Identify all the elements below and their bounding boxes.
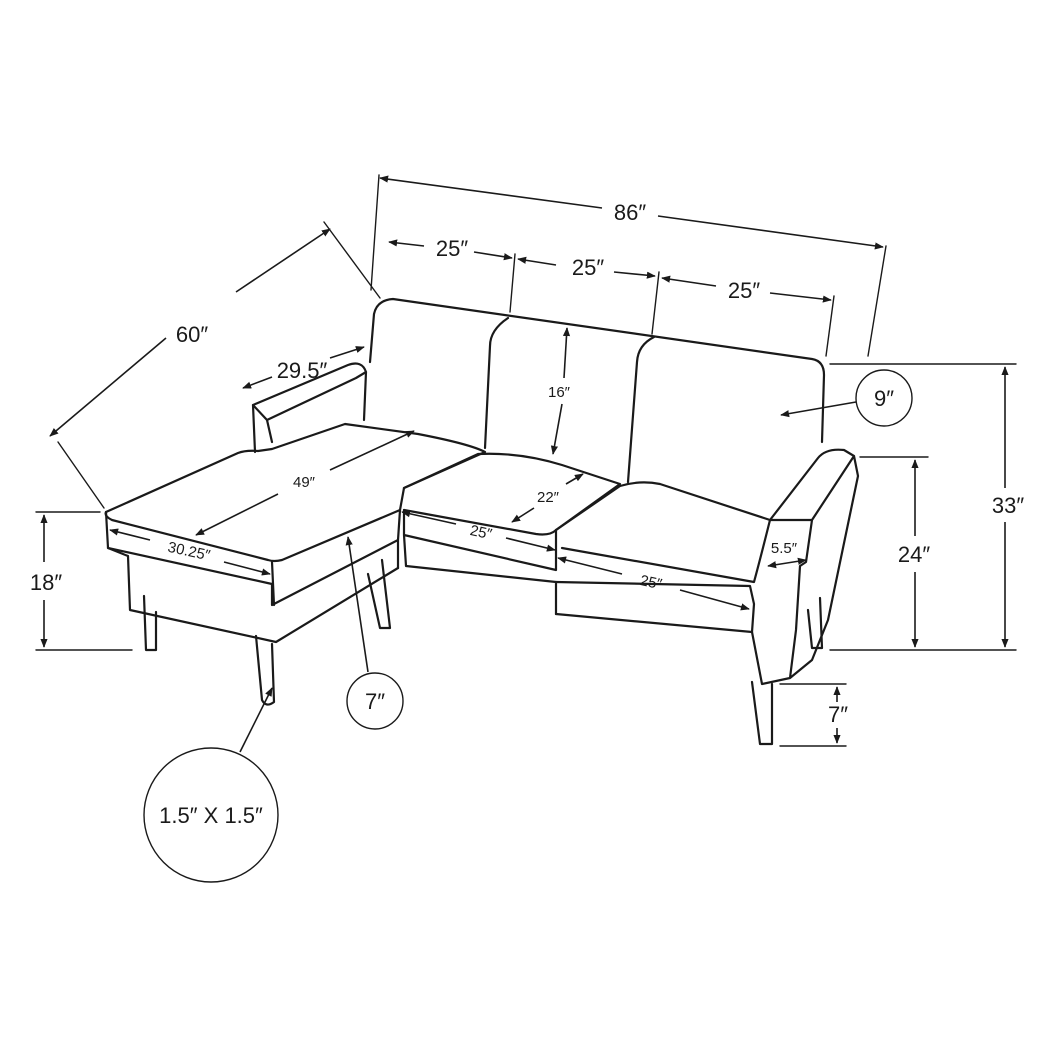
leg-size-circle bbox=[143, 747, 279, 883]
chaise-side bbox=[270, 508, 402, 607]
leg-front-middle bbox=[254, 634, 276, 706]
leg-height-circle bbox=[346, 672, 404, 730]
dimension-labels: 86″ 25″ 25″ 25″ 60″ 29.5″ 16″ 9″ 33″ 24″… bbox=[30, 200, 1024, 828]
label-back-height: 16″ bbox=[548, 384, 571, 401]
label-arm-height: 24″ bbox=[898, 542, 930, 567]
leg-back-right bbox=[806, 596, 824, 650]
label-seat-height: 18″ bbox=[30, 570, 62, 595]
leg-back-middle bbox=[366, 558, 392, 630]
sofa-outline bbox=[104, 297, 860, 746]
back-seam-1 bbox=[483, 316, 510, 450]
label-total-width: 86″ bbox=[614, 200, 646, 225]
leg-front-right bbox=[750, 680, 774, 746]
label-leg-height: 7″ bbox=[365, 689, 385, 714]
back-seam-2 bbox=[626, 335, 656, 484]
seat-cushion-right bbox=[554, 481, 772, 584]
leg-front-left bbox=[142, 594, 158, 652]
label-back-cushion-2: 25″ bbox=[572, 255, 604, 280]
dimension-lines bbox=[35, 174, 1017, 753]
label-total-height: 33″ bbox=[992, 493, 1024, 518]
label-back-cushion-1: 25″ bbox=[436, 236, 468, 261]
label-back-depth: 9″ bbox=[874, 386, 894, 411]
chaise-base bbox=[106, 546, 400, 644]
label-seat-cushion-2: 25″ bbox=[638, 572, 664, 593]
seat-cushion-middle-front bbox=[402, 508, 558, 616]
label-right-leg-height: 7″ bbox=[828, 702, 848, 727]
label-arm-width: 5.5″ bbox=[771, 540, 798, 557]
label-back-cushion-3: 25″ bbox=[728, 278, 760, 303]
chaise-cushion-top bbox=[104, 422, 487, 563]
seat-cushion-middle bbox=[402, 452, 622, 536]
label-chaise-seat-length: 49″ bbox=[293, 474, 316, 491]
right-arm bbox=[750, 448, 860, 686]
back-depth-circle bbox=[855, 369, 913, 427]
label-seat-cushion-1: 25″ bbox=[468, 522, 494, 543]
label-leg-size: 1.5″ X 1.5″ bbox=[159, 803, 263, 828]
label-chaise-arm: 29.5″ bbox=[277, 358, 328, 383]
label-chaise-seat-width: 30.25″ bbox=[166, 539, 212, 565]
chaise-arm bbox=[251, 362, 368, 454]
seat-cushion-right-front bbox=[554, 580, 756, 634]
label-seat-depth: 22″ bbox=[537, 489, 560, 506]
sofa-back bbox=[368, 297, 826, 444]
label-chaise-length: 60″ bbox=[176, 322, 208, 347]
